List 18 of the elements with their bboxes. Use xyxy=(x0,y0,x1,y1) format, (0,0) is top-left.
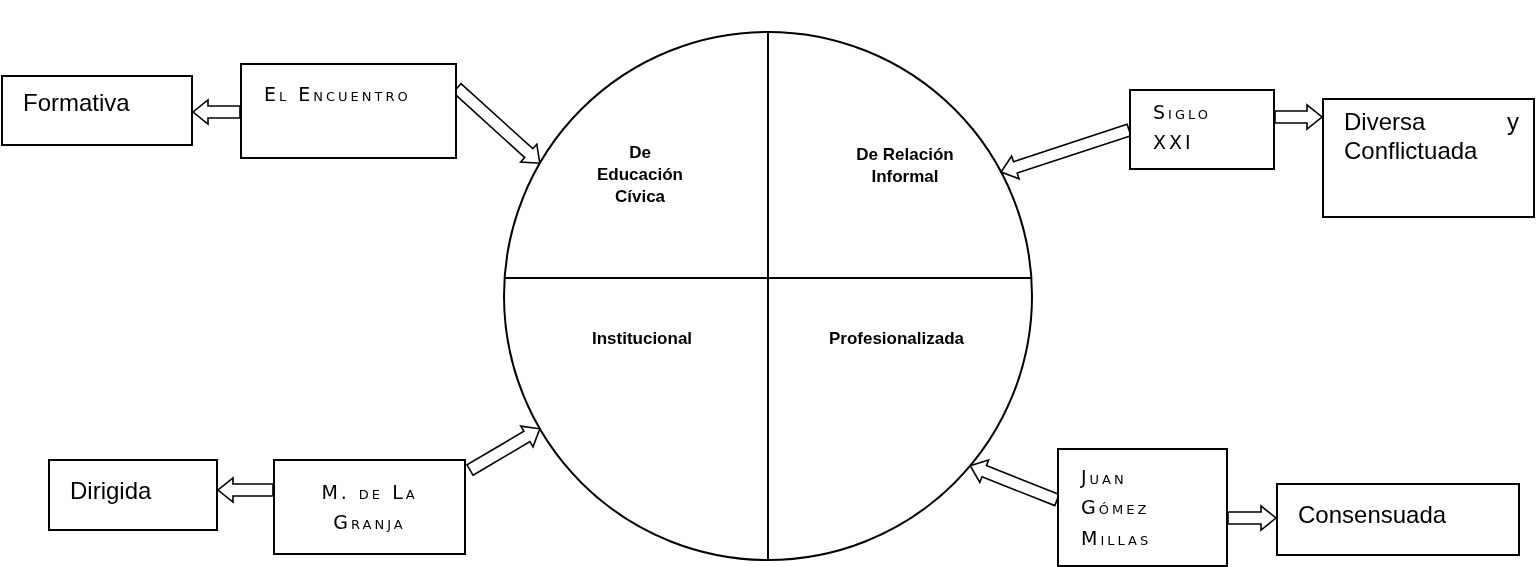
quadrant-label: De Educación Cívica xyxy=(590,142,690,209)
text-box: Dirigida xyxy=(48,459,218,531)
text-box: Siglo XXI xyxy=(1129,89,1275,170)
block-arrow xyxy=(999,123,1132,181)
text-box: El Encuentro xyxy=(240,63,457,159)
block-arrow xyxy=(191,98,241,126)
block-arrow xyxy=(216,476,274,504)
quadrant-label: Profesionalizada xyxy=(804,328,989,351)
text-box: Diversa y Conflictuada xyxy=(1322,98,1535,218)
quadrant-label: De Relación Informal xyxy=(855,144,955,189)
text-box: Formativa xyxy=(1,75,193,146)
text-box: Juan Gómez Millas xyxy=(1057,448,1228,567)
block-arrow xyxy=(1274,103,1324,131)
quadrant-label: Institucional xyxy=(562,328,722,351)
text-box: M. de La Granja xyxy=(273,459,466,555)
text-box: Consensuada xyxy=(1276,483,1520,556)
block-arrow xyxy=(465,425,541,477)
block-arrow xyxy=(1227,504,1278,532)
